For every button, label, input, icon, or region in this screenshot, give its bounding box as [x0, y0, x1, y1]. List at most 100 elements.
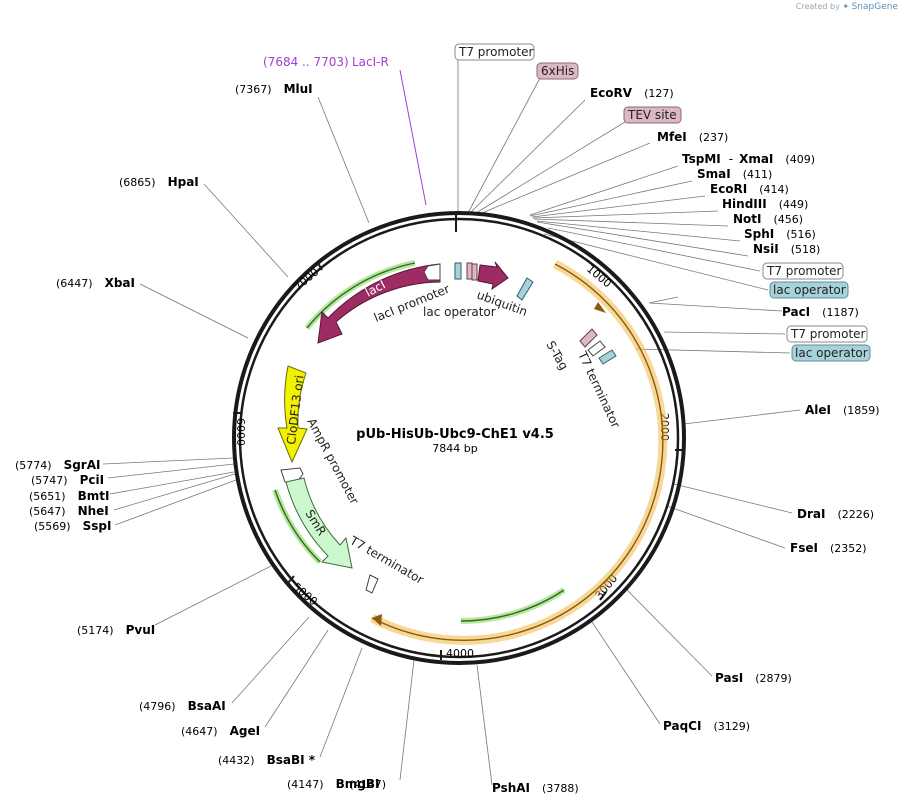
site-pos-bsabi: (4432)	[218, 754, 255, 767]
site-pos-drai: (2226)	[837, 508, 874, 521]
svg-text:(4147)BsaBI *: (4147)BsaBI *	[349, 778, 386, 791]
cloDF13-ori-feature	[277, 365, 308, 464]
site-name-ecorv: EcoRV	[590, 86, 633, 100]
plasmid-name: pUb-HisUb-Ubc9-ChE1 v4.5	[356, 427, 554, 442]
t7-terminator-right-label: T7 terminator	[575, 348, 623, 430]
site-pos-hpai: (6865)	[119, 176, 156, 189]
site-name-pshai: PshAI	[492, 781, 530, 795]
site-pos-paqci: (3129)	[713, 720, 750, 733]
boxed-label-t7-promoter-1: T7 promoter	[458, 45, 534, 59]
svg-text:FseI(2352): FseI (2352)	[790, 541, 867, 555]
site-pos-alei: (1859)	[843, 404, 880, 417]
plasmid-length: 7844 bp	[432, 442, 477, 455]
site-name-sphi: SphI	[744, 227, 774, 241]
site-name-bmgbi-2: BmgBI	[336, 777, 380, 791]
svg-text:(7367)MluI: (7367) MluI	[235, 82, 313, 96]
svg-text:SphI(516): SphI (516)	[744, 227, 816, 241]
site-labels-left: (4147)BsaBI *	[349, 778, 386, 791]
site-pos-sgrai: (5774)	[15, 459, 52, 472]
primer-range: (7684 .. 7703)	[263, 55, 349, 69]
site-pos-ecorv: (127)	[644, 87, 674, 100]
site-pos-xbai: (6447)	[56, 277, 93, 290]
small-features-top	[423, 262, 534, 301]
site-labels-right: EcoRV (127) MfeI(237) TspMI-XmaI(409) Sma…	[492, 86, 880, 795]
site-name-paqci: PaqCI	[663, 719, 701, 733]
svg-text:PaqCI(3129): PaqCI (3129)	[663, 719, 750, 733]
t7-terminator-left-feature	[365, 574, 379, 594]
tick-label-6000: 6000	[234, 418, 247, 446]
svg-text:HindIII(449): HindIII(449)	[722, 197, 808, 211]
attribution-prefix: Created by	[795, 2, 840, 11]
primer-arcs	[272, 260, 566, 625]
site-pos-mlui: (7367)	[235, 83, 272, 96]
svg-text:(5774)SgrAI: (5774) SgrAI	[15, 458, 100, 472]
svg-text:DraI(2226): DraI (2226)	[797, 507, 874, 521]
svg-text:(5569)SspI: (5569)SspI	[34, 519, 111, 533]
site-pos-bmgbi-2: (4147)	[287, 778, 324, 791]
ampR-promoter-label: AmpR promoter	[304, 416, 361, 507]
site-name-paci: PacI	[782, 305, 810, 319]
site-name-pasi: PasI	[715, 671, 743, 685]
svg-text:(6865)HpaI: (6865) HpaI	[119, 175, 199, 189]
svg-text:(5174)PvuI: (5174) PvuI	[77, 623, 155, 637]
snapgene-attribution: Created by ✦ SnapGene	[796, 2, 898, 12]
site-pos-pcii: (5747)	[31, 474, 68, 487]
svg-text:(4647)AgeI: (4647)AgeI	[181, 724, 260, 738]
site-pos-pvui: (5174)	[77, 624, 114, 637]
small-features-right	[579, 328, 617, 365]
site-pos-pshai: (3788)	[542, 782, 579, 795]
boxed-labels: T7 promoter 6xHis TEV site T7 promoter l…	[454, 43, 871, 362]
boxed-label-lac-operator-1: lac operator	[773, 283, 846, 297]
svg-text:PacI(1187): PacI(1187)	[782, 305, 859, 319]
site-name-bmti: BmtI	[78, 489, 110, 503]
svg-text:(5651)BmtI: (5651)BmtI	[29, 489, 109, 503]
site-name-sgrai: SgrAI	[64, 458, 101, 472]
site-labels-left-2: (4147)BmgBI (4432)BsaBI * (4647)AgeI (47…	[15, 82, 379, 791]
t7-terminator-left-label: T7 terminator	[347, 533, 426, 587]
site-pos-fsei: (2352)	[830, 542, 867, 555]
svg-text:AleI(1859): AleI(1859)	[805, 403, 880, 417]
boxed-label-tev-site: TEV site	[627, 108, 677, 122]
primer-name: LacI-R	[352, 55, 389, 69]
ubiquitin-feature	[477, 261, 509, 291]
site-pos-smai: (411)	[743, 168, 773, 181]
site-name-tspmi: TspMI	[682, 152, 721, 166]
svg-text:(5647)NheI: (5647)NheI	[29, 504, 109, 518]
svg-text:SmaI(411): SmaI(411)	[697, 167, 772, 181]
svg-text:MfeI(237): MfeI(237)	[657, 130, 728, 144]
site-name-drai: DraI	[797, 507, 825, 521]
snapgene-logo-icon: ✦	[842, 2, 850, 11]
site-name-xbai: XbaI	[105, 276, 135, 290]
site-pos-mfei: (237)	[699, 131, 729, 144]
svg-text:PshAI(3788): PshAI (3788)	[492, 781, 579, 795]
site-name-fsei: FseI	[790, 541, 818, 555]
lac-operator-label: lac operator	[423, 305, 496, 319]
site-name-xmai: XmaI	[739, 152, 773, 166]
s-tag-label: S-Tag	[543, 339, 571, 373]
site-name-hindiii: HindIII	[722, 197, 767, 211]
boxed-label-t7-promoter-2: T7 promoter	[766, 264, 842, 278]
site-pos-agei: (4647)	[181, 725, 218, 738]
site-name-pvui: PvuI	[126, 623, 156, 637]
site-pos-sphi: (516)	[786, 228, 816, 241]
site-name-pcii: PciI	[80, 473, 105, 487]
site-name-bsaai: BsaAI	[188, 699, 226, 713]
lacI-feature	[317, 263, 441, 344]
svg-text:PasI(2879): PasI(2879)	[715, 671, 792, 685]
svg-text:(5747)PciI: (5747) PciI	[31, 473, 104, 487]
svg-text:(4432)BsaBI *: (4432)BsaBI *	[218, 753, 316, 767]
svg-text:NotI(456): NotI(456)	[733, 212, 803, 226]
svg-text:TspMI-XmaI(409): TspMI-XmaI(409)	[682, 152, 815, 166]
svg-text:(6447)XbaI: (6447) XbaI	[56, 276, 135, 290]
tick-label-4000: 4000	[446, 647, 474, 660]
site-name-hpai: HpaI	[168, 175, 199, 189]
site-pos-nhei: (5647)	[29, 505, 66, 518]
site-pos-nsii: (518)	[791, 243, 821, 256]
boxed-label-lac-operator-2: lac operator	[795, 346, 868, 360]
svg-text:EcoRI(414): EcoRI(414)	[710, 182, 789, 196]
svg-text:NsiI(518): NsiI(518)	[753, 242, 820, 256]
site-pos-sspi: (5569)	[34, 520, 71, 533]
site-pos-bmgbi: (4147)	[349, 778, 386, 791]
site-name-mlui: MluI	[284, 82, 313, 96]
